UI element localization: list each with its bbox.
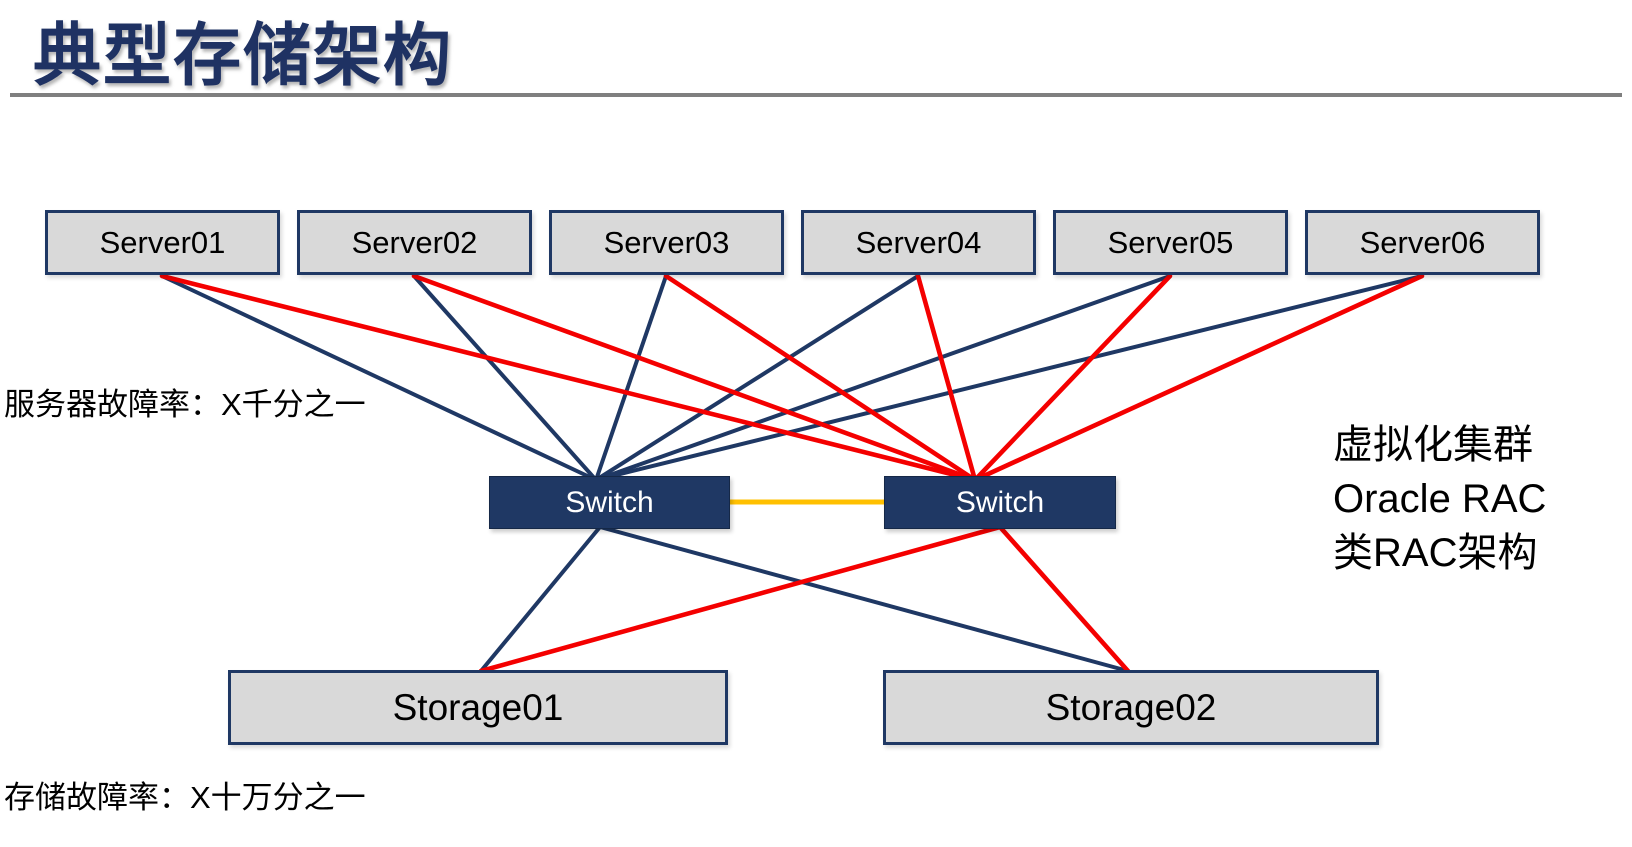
cluster-note: 虚拟化集群 Oracle RAC 类RAC架构 (1333, 418, 1546, 580)
server02-box: Server02 (297, 210, 532, 275)
link-switch1-storage01 (479, 525, 602, 673)
cluster-note-line3: 类RAC架构 (1333, 531, 1538, 575)
server03-box: Server03 (549, 210, 784, 275)
server05-box: Server05 (1053, 210, 1288, 275)
server04-label: Server04 (855, 224, 982, 260)
cluster-note-line2: Oracle RAC (1333, 477, 1547, 521)
server02-label: Server02 (351, 224, 478, 260)
storage01-box: Storage01 (228, 670, 728, 745)
link-server03-switch2 (663, 273, 978, 483)
link-server04-switch1 (594, 274, 920, 482)
server06-label: Server06 (1359, 224, 1486, 260)
link-server03-switch1 (594, 274, 668, 482)
link-switch1-storage02 (598, 525, 1130, 673)
link-server05-switch2 (972, 273, 1173, 483)
switch2-box: Switch (884, 476, 1116, 529)
switch2-label: Switch (955, 485, 1045, 519)
server05-label: Server05 (1107, 224, 1234, 260)
link-server01-switch1 (160, 274, 598, 482)
link-switch2-storage01 (478, 524, 1003, 674)
switch1-box: Switch (489, 476, 730, 529)
link-switch2-storage02 (997, 524, 1131, 674)
storage01-label: Storage01 (392, 686, 564, 728)
link-server06-switch1 (594, 274, 1424, 482)
title-divider (10, 93, 1622, 97)
link-server04-switch2 (915, 273, 978, 483)
link-server02-switch1 (412, 274, 598, 482)
server01-box: Server01 (45, 210, 280, 275)
storage-failure-rate-note: 存储故障率：X十万分之一 (4, 780, 366, 815)
storage02-box: Storage02 (883, 670, 1379, 745)
page-title: 典型存储架构 (33, 18, 454, 94)
server03-label: Server03 (603, 224, 730, 260)
link-server05-switch1 (594, 274, 1172, 482)
server06-box: Server06 (1305, 210, 1540, 275)
server04-box: Server04 (801, 210, 1036, 275)
storage02-label: Storage02 (1045, 686, 1217, 728)
link-server02-switch2 (411, 273, 978, 483)
server-failure-rate-note: 服务器故障率：X千分之一 (4, 387, 366, 422)
server01-label: Server01 (99, 224, 226, 260)
switch1-label: Switch (565, 485, 654, 519)
cluster-note-line1: 虚拟化集群 (1333, 423, 1533, 467)
link-server01-switch2 (159, 273, 978, 483)
